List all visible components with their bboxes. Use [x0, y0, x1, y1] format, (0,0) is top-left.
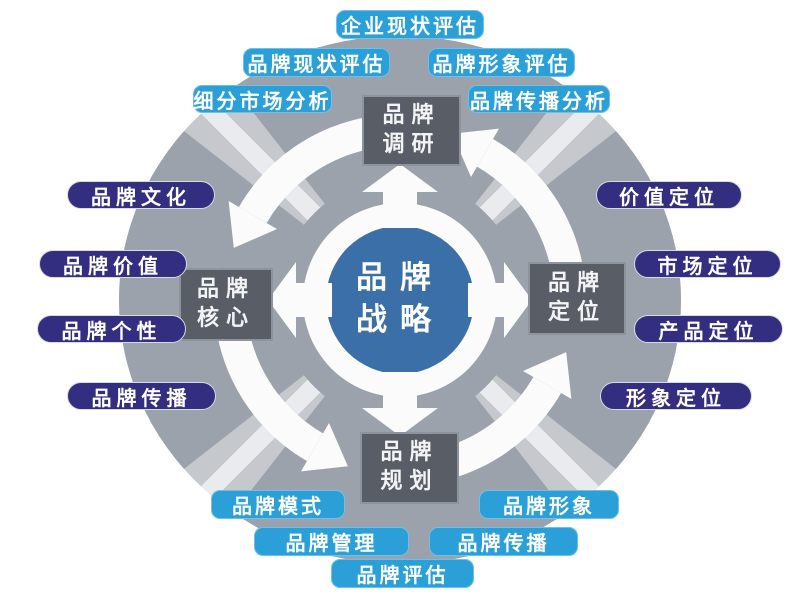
- arrowhead-to-right-node: [523, 352, 572, 399]
- label-brand-value: 品牌价值: [39, 250, 187, 278]
- node-brand-planning: 品牌 规划: [360, 432, 459, 504]
- center-line-1: 品牌: [356, 260, 444, 297]
- node-line: 品牌: [547, 270, 606, 296]
- label-brand-communication-left: 品牌传播: [67, 382, 216, 410]
- node-line: 规划: [380, 469, 439, 494]
- label-brand-model: 品牌模式: [211, 490, 345, 519]
- arrowhead-to-top-node: [452, 128, 499, 177]
- label-brand-culture: 品牌文化: [67, 181, 215, 209]
- radial-arrow-up: [362, 164, 438, 228]
- label-market-positioning: 市场定位: [634, 250, 781, 278]
- node-line: 品牌: [196, 276, 255, 302]
- label-brand-communication-bottom: 品牌传播: [429, 527, 578, 556]
- wedge-left: [119, 36, 400, 564]
- node-line: 调研: [382, 131, 441, 157]
- label-product-positioning: 产品定位: [634, 315, 783, 343]
- center-brand-strategy: 品牌 战略: [320, 252, 480, 348]
- node-brand-core: 品牌 核心: [179, 268, 273, 341]
- center-circle: [326, 226, 474, 374]
- label-brand-current-assessment: 品牌现状评估: [243, 48, 390, 77]
- label-brand-personality: 品牌个性: [37, 315, 186, 343]
- label-brand-image-assessment: 品牌形象评估: [428, 48, 575, 77]
- label-image-positioning: 形象定位: [600, 382, 752, 410]
- arrowhead-to-bottom-node: [301, 423, 348, 472]
- radial-arrow-left: [268, 262, 332, 338]
- radial-arrow-right: [468, 262, 532, 338]
- label-enterprise-current-assessment: 企业现状评估: [336, 10, 484, 39]
- cycle-arrowheads: [228, 128, 572, 472]
- label-brand-communication-analysis: 品牌传播分析: [468, 85, 610, 113]
- wedge-right: [400, 36, 681, 564]
- label-brand-management: 品牌管理: [254, 527, 409, 556]
- node-line: 品牌: [382, 102, 441, 128]
- label-brand-evaluation: 品牌评估: [331, 559, 474, 588]
- node-brand-positioning: 品牌 定位: [528, 262, 626, 335]
- node-brand-research: 品牌 调研: [362, 95, 461, 166]
- wedge-top: [119, 36, 681, 300]
- label-brand-image: 品牌形象: [479, 490, 619, 519]
- radial-arrows: [268, 164, 532, 436]
- label-value-positioning: 价值定位: [596, 181, 742, 209]
- radial-arrow-down: [362, 372, 438, 436]
- node-line: 核心: [196, 305, 255, 331]
- center-line-2: 战略: [356, 302, 444, 338]
- arrowhead-to-left-node: [228, 201, 277, 248]
- node-line: 品牌: [380, 440, 439, 466]
- node-line: 定位: [547, 299, 606, 325]
- label-market-segmentation-analysis: 细分市场分析: [193, 85, 332, 113]
